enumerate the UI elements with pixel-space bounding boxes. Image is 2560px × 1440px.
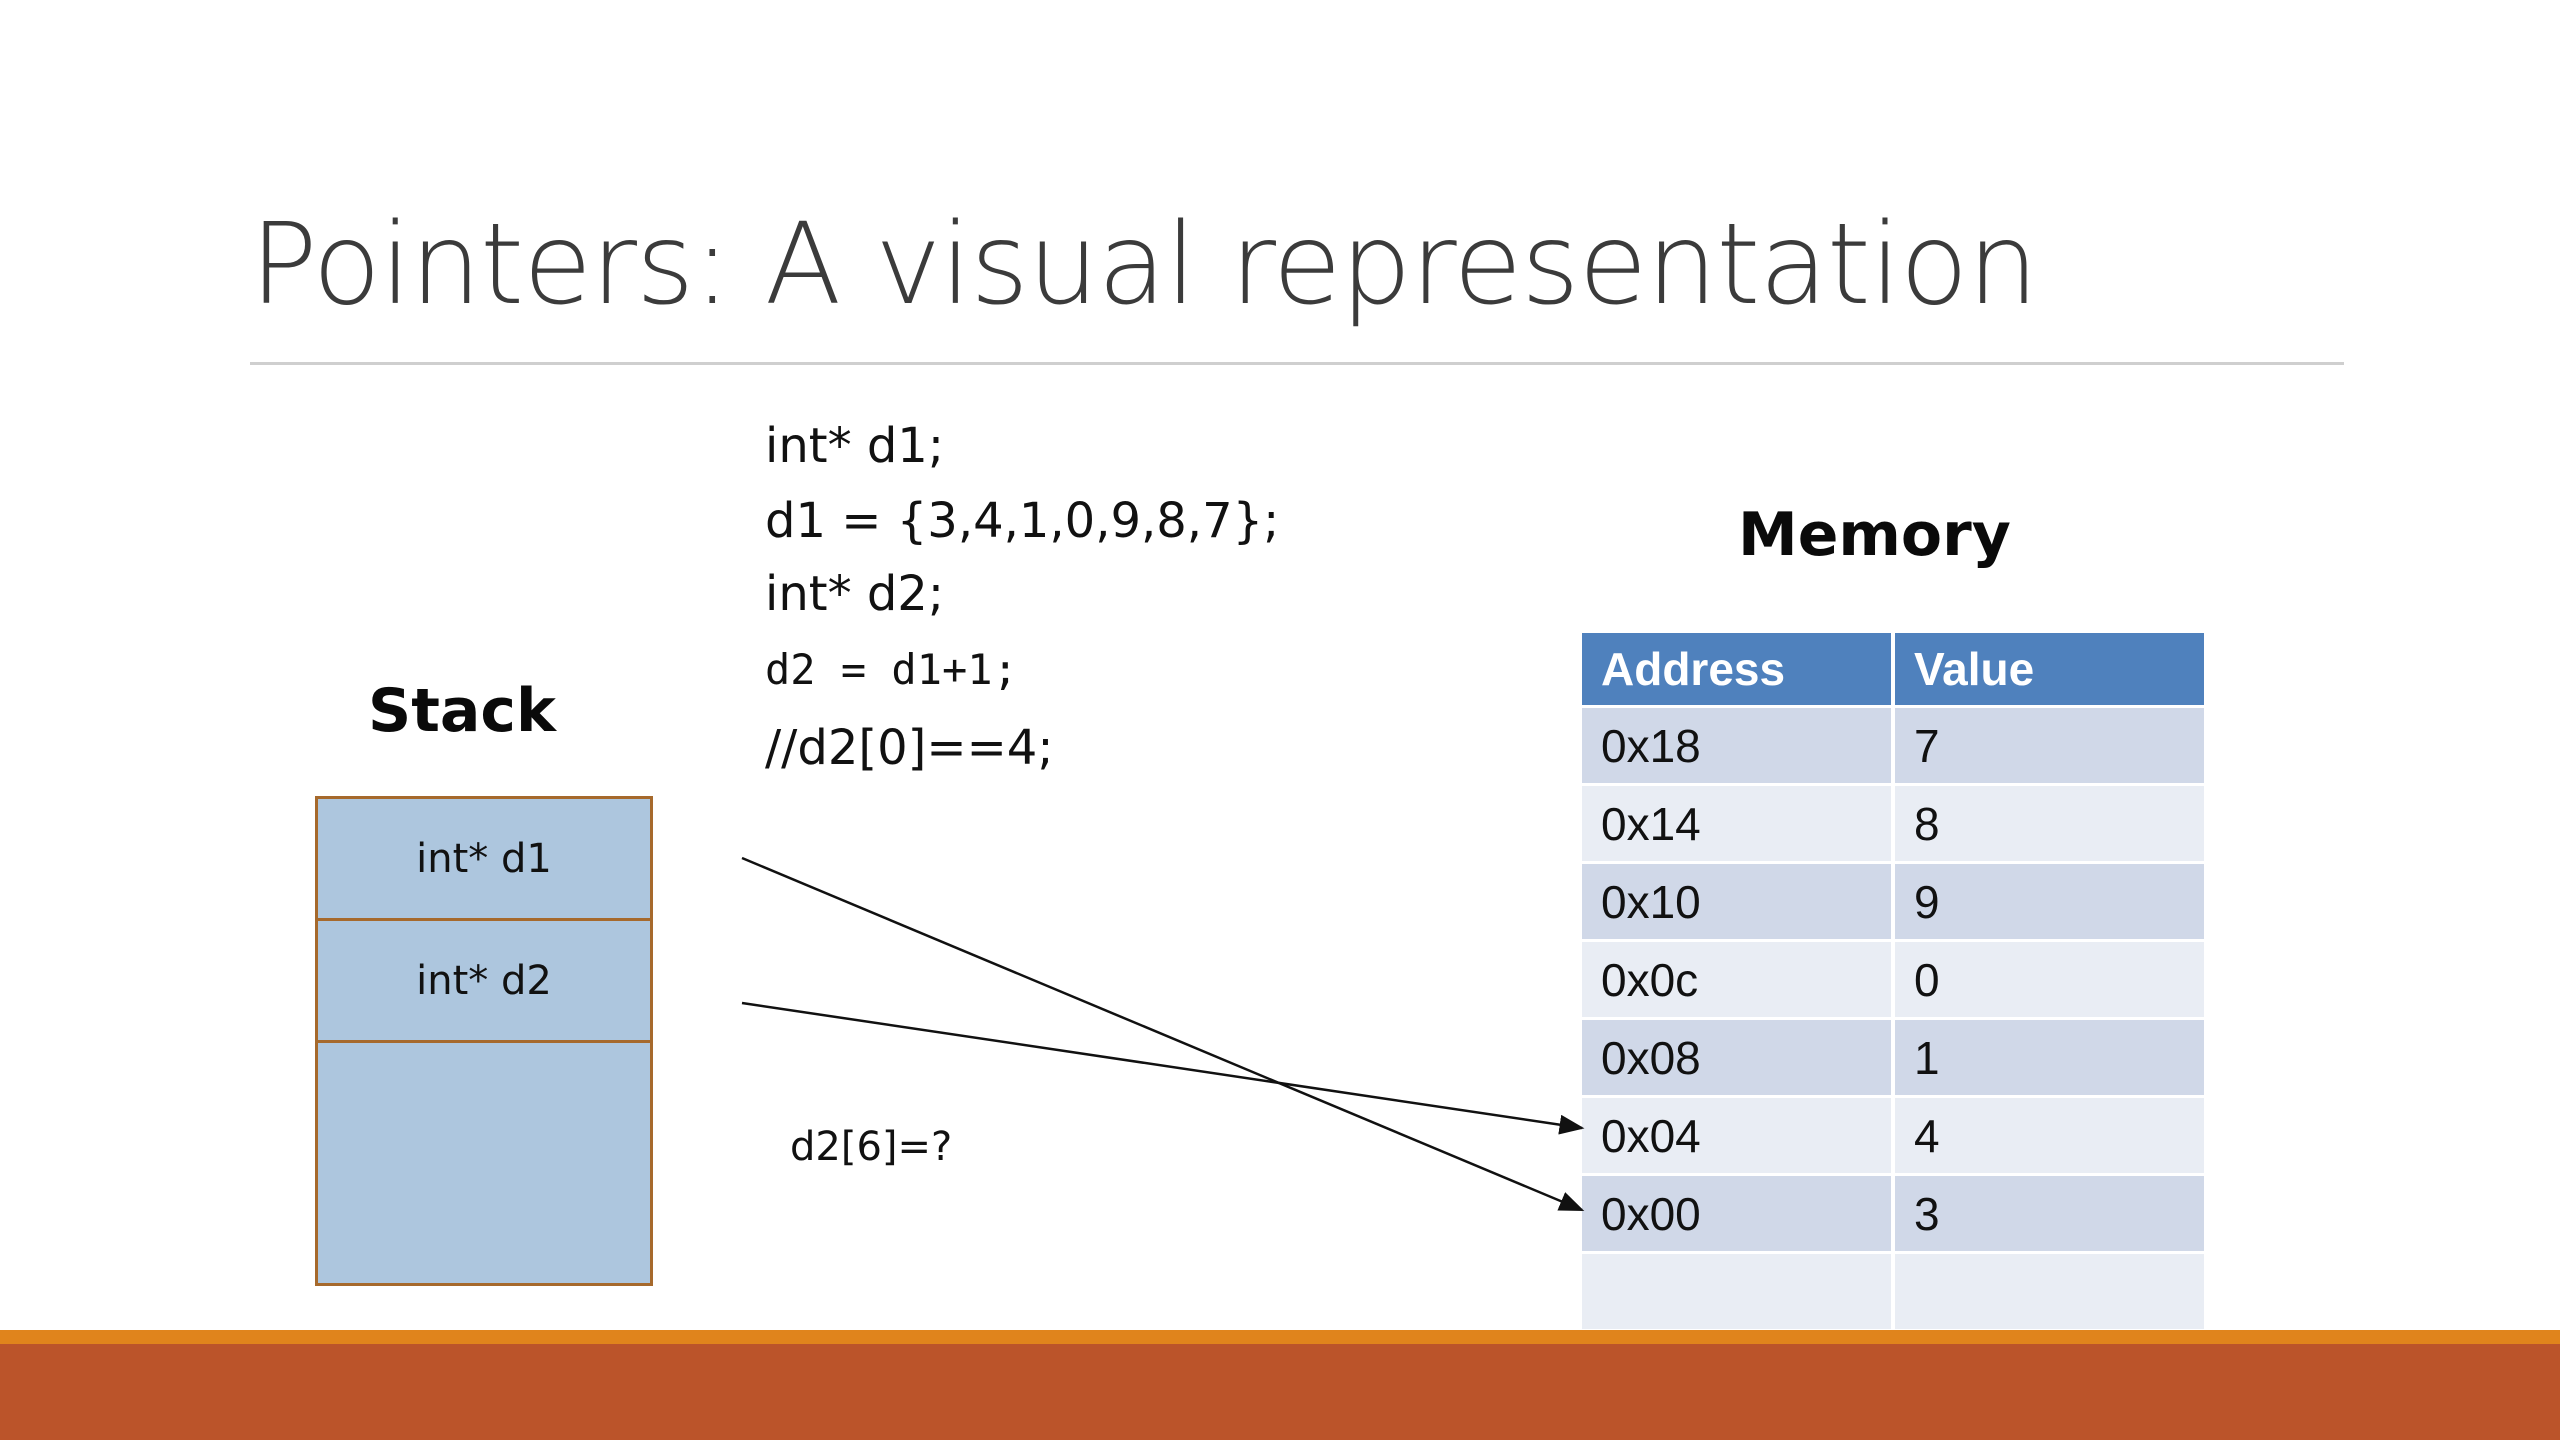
arrow-d2-to-0x04	[741, 1001, 1585, 1135]
code-line-2: d1 = {3,4,1,0,9,8,7};	[765, 493, 1280, 549]
header-value: Value	[1893, 633, 2204, 708]
title-divider	[250, 362, 2344, 365]
table-row: 0x00 3	[1582, 1174, 2204, 1254]
address-cell: 0x08	[1582, 1018, 1895, 1098]
stack-heading: Stack	[368, 676, 556, 746]
address-cell: 0x14	[1582, 784, 1895, 864]
footer-bar	[0, 1344, 2560, 1440]
address-cell	[1582, 1252, 1895, 1332]
memory-heading: Memory	[1738, 500, 2011, 570]
address-cell: 0x04	[1582, 1096, 1895, 1176]
footer-accent-bar	[0, 1330, 2560, 1344]
memory-table: Address Value 0x18 7 0x14 8 0x10 9 0x0c …	[1582, 633, 2204, 1332]
value-cell: 3	[1893, 1174, 2204, 1254]
question-text: d2[6]=?	[790, 1124, 953, 1170]
code-line-4: d2 = d1+1;	[765, 645, 1018, 694]
address-cell: 0x10	[1582, 862, 1895, 942]
code-line-1: int* d1;	[765, 418, 945, 474]
value-cell: 8	[1893, 784, 2204, 864]
value-cell: 4	[1893, 1096, 2204, 1176]
value-cell: 0	[1893, 940, 2204, 1020]
stack-cell-d2: int* d2	[318, 921, 650, 1043]
slide-title: Pointers: A visual representation	[250, 200, 2038, 330]
header-address: Address	[1582, 633, 1895, 708]
stack-cell-d1: int* d1	[318, 799, 650, 921]
table-row: 0x18 7	[1582, 706, 2204, 786]
stack-box: int* d1 int* d2	[315, 796, 653, 1286]
code-line-3: int* d2;	[765, 566, 945, 622]
value-cell: 9	[1893, 862, 2204, 942]
address-cell: 0x18	[1582, 706, 1895, 786]
value-cell	[1893, 1252, 2204, 1332]
table-row: 0x0c 0	[1582, 940, 2204, 1020]
value-cell: 1	[1893, 1018, 2204, 1098]
table-row: 0x04 4	[1582, 1096, 2204, 1176]
table-row: 0x14 8	[1582, 784, 2204, 864]
table-row: 0x10 9	[1582, 862, 2204, 942]
value-cell: 7	[1893, 706, 2204, 786]
code-line-5: //d2[0]==4;	[765, 720, 1054, 776]
table-row: 0x08 1	[1582, 1018, 2204, 1098]
address-cell: 0x0c	[1582, 940, 1895, 1020]
memory-table-header: Address Value	[1582, 633, 2204, 708]
address-cell: 0x00	[1582, 1174, 1895, 1254]
table-row	[1582, 1252, 2204, 1332]
